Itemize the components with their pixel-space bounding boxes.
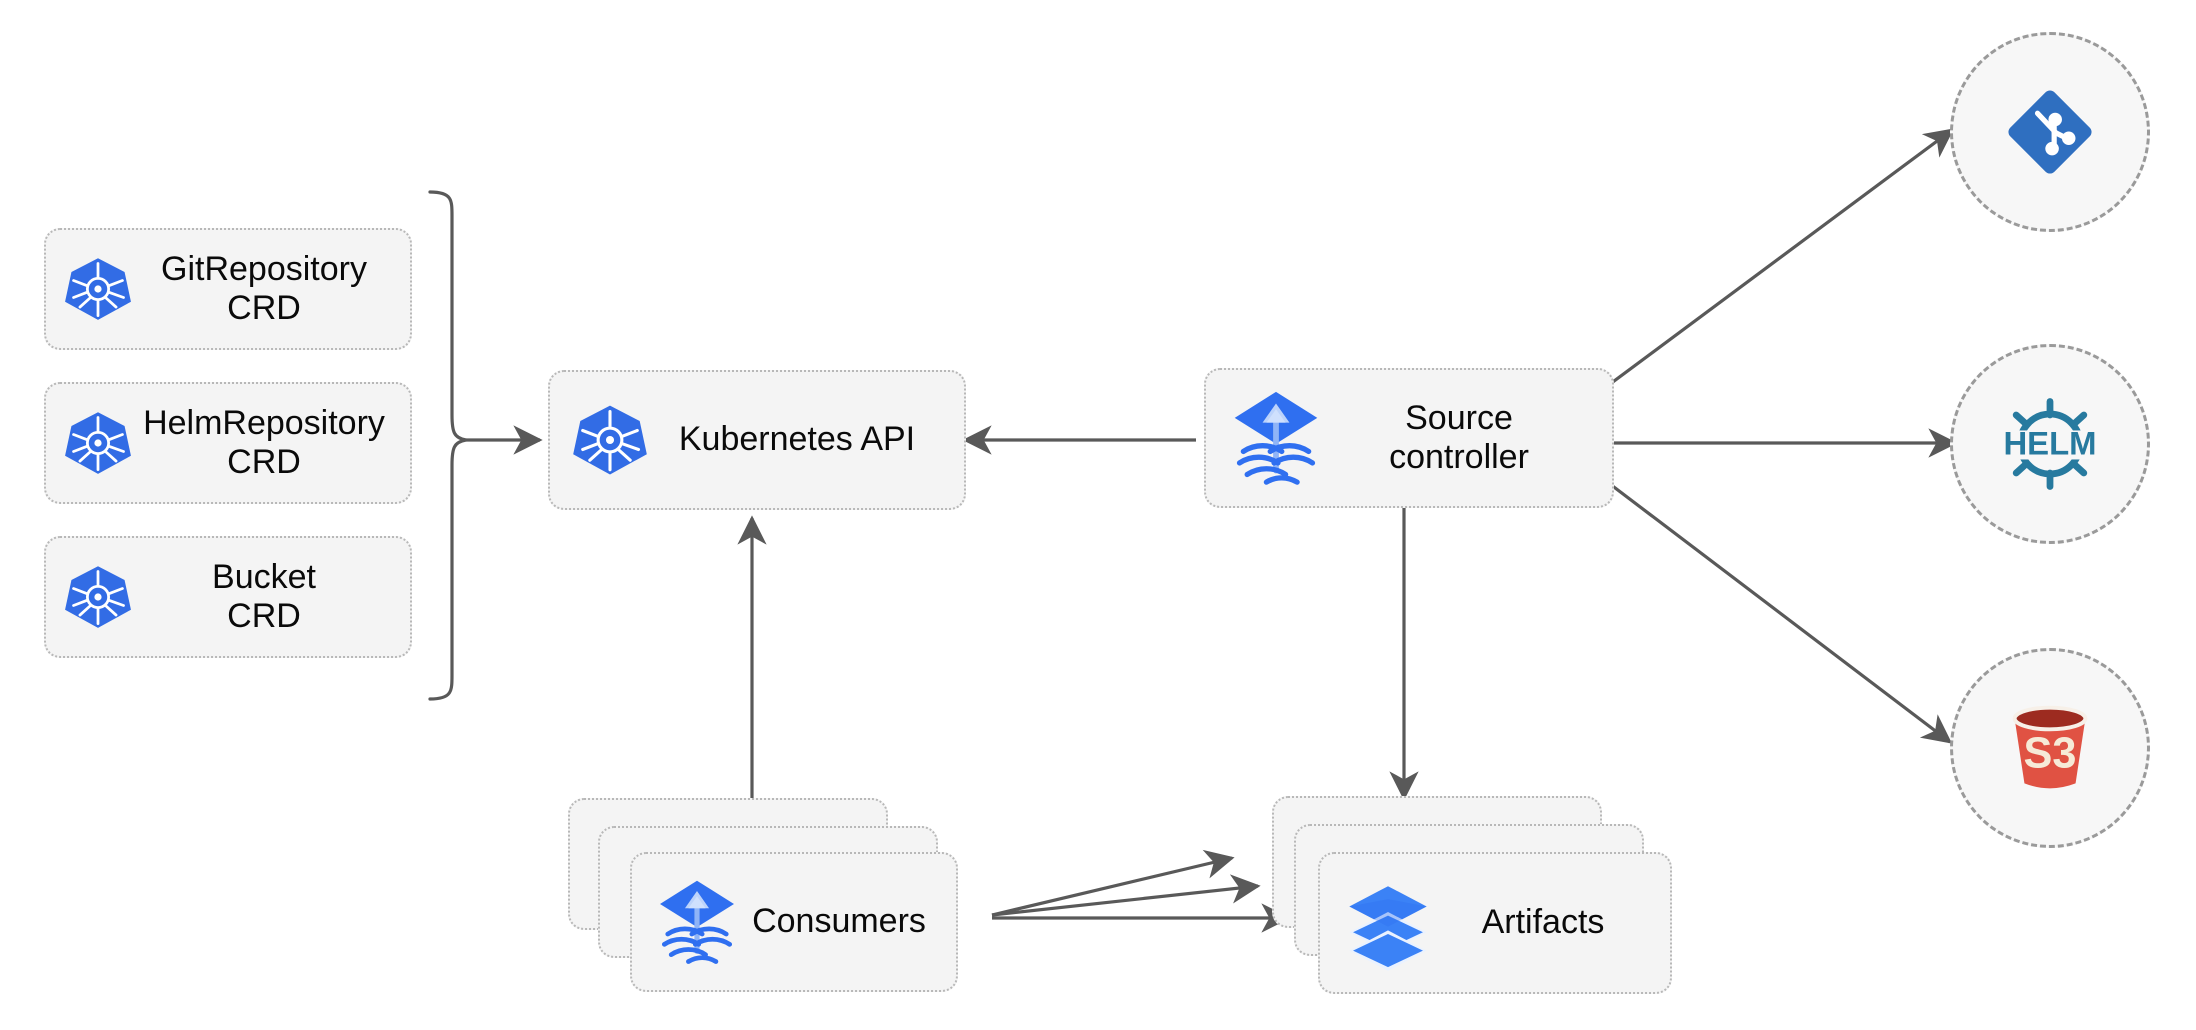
node-consumers[interactable]: Consumers — [568, 798, 958, 998]
crd-card-bucket[interactable]: Bucket CRD — [44, 536, 412, 658]
kubernetes-icon — [64, 563, 132, 631]
git-icon — [1998, 80, 2102, 184]
layers-icon — [1342, 877, 1434, 971]
source-node-helm[interactable]: HELM — [1950, 344, 2150, 544]
s3-label: S3 — [2024, 730, 2077, 778]
kubernetes-icon — [572, 402, 648, 478]
edge-consumers-to-artifacts-2 — [991, 874, 1261, 917]
crd-label: GitRepository CRD — [161, 249, 367, 327]
edge-controller-to-s3 — [1601, 476, 1953, 744]
node-artifacts[interactable]: Artifacts — [1272, 796, 1672, 996]
node-label: Consumers — [752, 902, 926, 941]
crd-label: Bucket CRD — [212, 557, 316, 635]
flux-icon — [654, 874, 740, 970]
s3-bucket-icon: S3 — [1991, 689, 2109, 807]
edge-consumers-to-artifacts-1 — [991, 849, 1235, 917]
edge-controller-to-git — [1601, 128, 1955, 392]
node-kubernetes-api[interactable]: Kubernetes API — [548, 370, 966, 510]
kubernetes-icon — [64, 255, 132, 323]
node-label: Kubernetes API — [678, 420, 916, 459]
helm-icon: HELM — [1992, 386, 2108, 502]
kubernetes-icon — [64, 409, 132, 477]
artifacts-sheet-front[interactable]: Artifacts — [1318, 852, 1672, 994]
crd-group-brace — [428, 190, 468, 701]
source-node-git[interactable] — [1950, 32, 2150, 232]
helm-label: HELM — [2003, 425, 2096, 462]
source-node-s3[interactable]: S3 — [1950, 648, 2150, 848]
consumers-sheet-front[interactable]: Consumers — [630, 852, 958, 992]
flux-icon — [1228, 386, 1324, 490]
node-label: Source controller — [1389, 398, 1529, 476]
crd-label: HelmRepository CRD — [143, 403, 385, 481]
crd-card-gitrepository[interactable]: GitRepository CRD — [44, 228, 412, 350]
node-label: Artifacts — [1481, 903, 1605, 942]
node-source-controller[interactable]: Source controller — [1204, 368, 1614, 508]
crd-card-helmrepository[interactable]: HelmRepository CRD — [44, 382, 412, 504]
